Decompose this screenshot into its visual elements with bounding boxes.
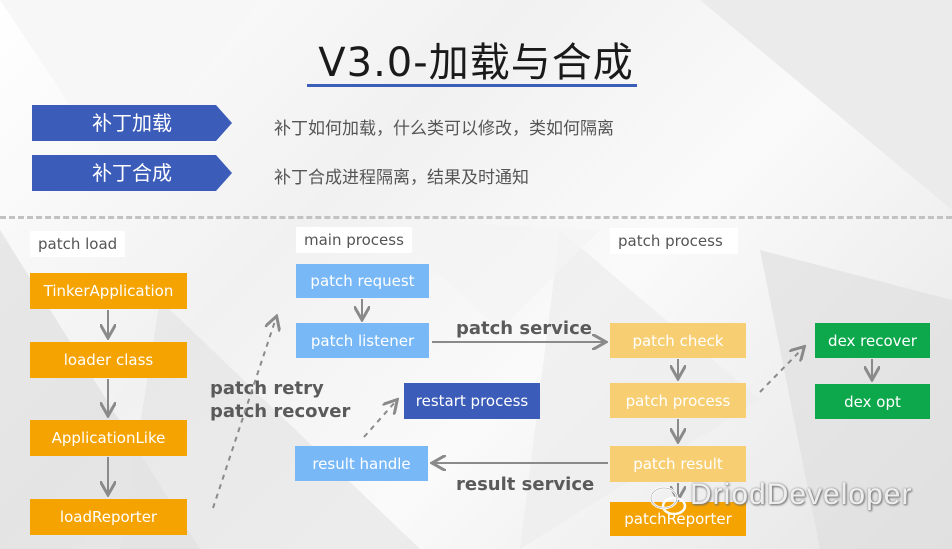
node-patch-process: patch process [610,383,746,418]
section-label-patch-load: patch load [30,231,126,257]
node-result-handle: result handle [295,446,428,481]
header-desc-patch-load: 补丁如何加载，什么类可以修改，类如何隔离 [274,119,614,139]
wechat-icon [649,486,687,516]
node-application-like: ApplicationLike [30,420,187,456]
section-divider [0,216,952,219]
node-patch-result: patch result [610,446,746,482]
node-loader-class: loader class [30,342,187,378]
edge-label-patch-service: patch service [456,318,592,339]
edge-label-result-service: result service [456,474,595,495]
node-tinker-application: TinkerApplication [30,273,187,309]
header-label-patch-load: 补丁加载 [32,105,232,141]
title-underline [307,84,637,87]
node-load-reporter: loadReporter [30,499,187,535]
node-dex-opt: dex opt [815,384,930,419]
node-patch-reporter: patchReporter [610,502,746,536]
node-patch-listener: patch listener [296,323,429,358]
node-restart-process: restart process [404,383,540,419]
node-dex-recover: dex recover [815,323,930,358]
watermark-text: DriodDeveloper [690,478,913,511]
edge-label-patch-retry: patch retry [210,378,324,399]
header-desc-patch-merge: 补丁合成进程隔离，结果及时通知 [274,168,529,188]
edge-label-patch-recover: patch recover [210,401,351,422]
node-patch-check: patch check [610,323,746,358]
header-label-patch-merge: 补丁合成 [32,155,232,191]
page-title: V3.0-加载与合成 [318,40,634,86]
node-patch-request: patch request [296,264,429,298]
section-label-patch-process: patch process [610,228,738,254]
section-label-main-process: main process [296,227,412,253]
